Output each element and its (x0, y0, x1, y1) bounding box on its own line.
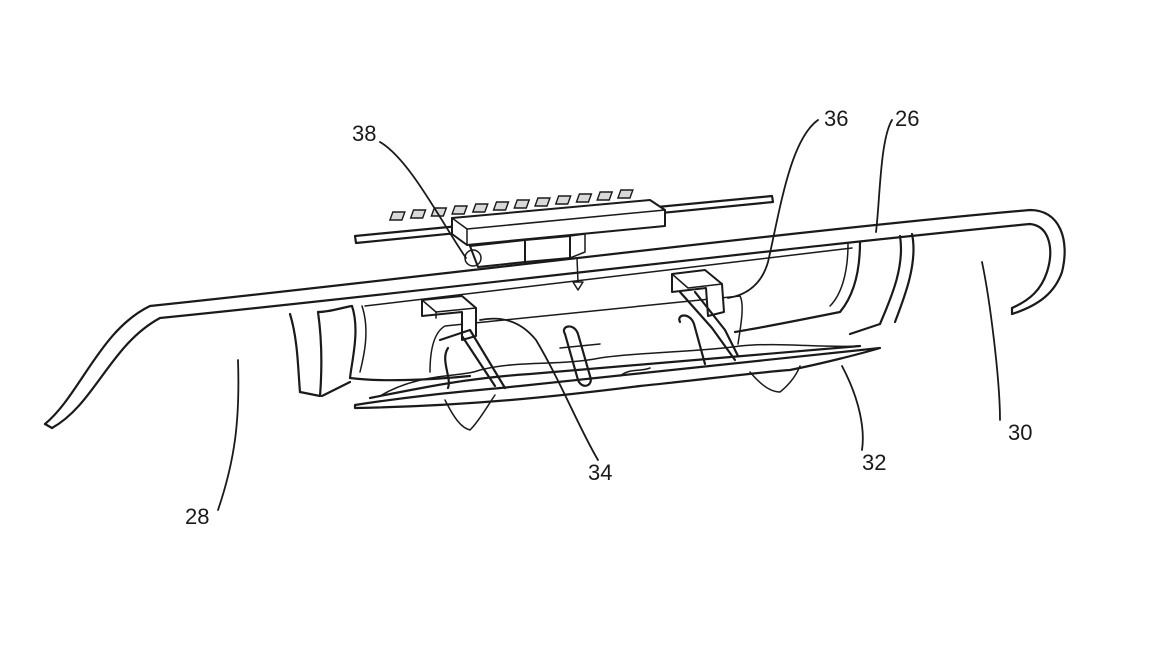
right-wing-30 (848, 232, 915, 336)
leader-32 (841, 365, 864, 451)
mounting-bracket-34 (421, 295, 507, 390)
leader-34 (479, 317, 599, 461)
leader-36 (727, 119, 819, 299)
leader-lines (217, 119, 1001, 511)
label-32: 32 (862, 450, 886, 475)
central-recess (348, 240, 862, 382)
led-cells (388, 189, 634, 221)
label-34: 34 (588, 460, 612, 485)
leader-30 (981, 261, 1001, 421)
reference-numerals: 38 36 26 30 32 34 28 (185, 106, 1032, 529)
middle-clips (559, 314, 707, 387)
lamp-module-38 (388, 189, 666, 291)
leader-26 (875, 119, 893, 233)
label-38: 38 (352, 121, 376, 146)
left-wing-28 (288, 304, 354, 398)
diffuser-32 (353, 295, 882, 431)
leader-28 (217, 359, 240, 511)
label-36: 36 (824, 106, 848, 131)
leader-38 (379, 141, 467, 259)
label-26: 26 (895, 106, 919, 131)
mounting-bracket-36 (671, 269, 740, 362)
bumper-fascia-26 (43, 208, 1066, 430)
label-28: 28 (185, 504, 209, 529)
label-30: 30 (1008, 420, 1032, 445)
